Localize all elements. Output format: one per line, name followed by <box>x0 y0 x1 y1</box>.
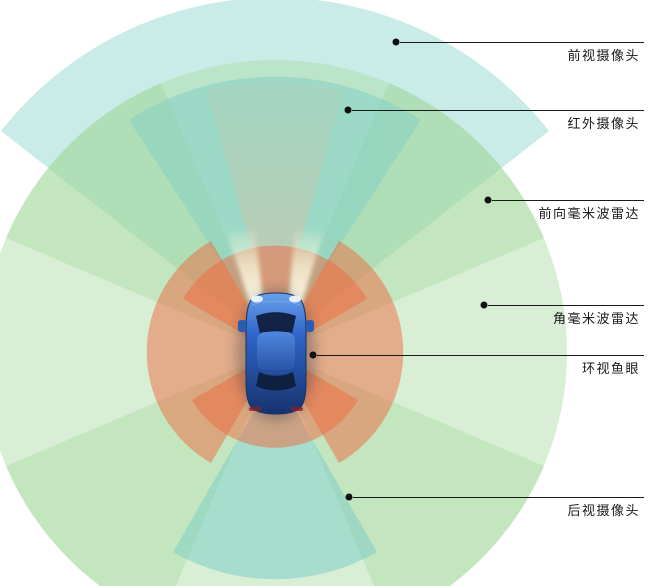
callout-label: 角毫米波雷达 <box>552 311 640 326</box>
callout-line <box>353 496 644 498</box>
callout-dot <box>480 301 488 309</box>
callout-line <box>352 109 644 111</box>
callout-label: 前向毫米波雷达 <box>538 206 640 221</box>
front-radar-cone <box>206 80 344 330</box>
fisheye-zone-left <box>146 241 275 463</box>
headlight-beam-left <box>227 228 264 312</box>
callout-line <box>488 304 644 306</box>
car-mirror-left <box>238 320 246 332</box>
headlight-beam-right <box>288 228 323 312</box>
car-hood-line <box>251 300 301 306</box>
callout-line <box>400 41 644 43</box>
callout-label: 环视鱼眼 <box>581 361 640 376</box>
car-headlamp-left <box>251 295 263 303</box>
car-taillamp-left <box>249 407 261 411</box>
car-windshield <box>256 312 296 334</box>
car-rear-window <box>256 372 296 391</box>
callout-label: 后视摄像头 <box>567 503 640 518</box>
car-mirror-right <box>306 320 314 332</box>
callout-line <box>492 199 644 201</box>
callout-dot <box>484 196 492 204</box>
callout-dot <box>345 493 353 501</box>
callout-label: 红外摄像头 <box>567 116 640 131</box>
car-taillamp-right <box>291 407 303 411</box>
callout-dot <box>344 106 352 114</box>
fisheye-zone-right <box>275 241 404 463</box>
callout-label: 前视摄像头 <box>567 48 640 63</box>
callout-line <box>317 354 644 356</box>
rear-camera-zone <box>173 375 377 580</box>
callout-dot <box>392 38 400 46</box>
callout-dot <box>309 351 317 359</box>
car-headlamp-right <box>289 295 301 303</box>
car-roof <box>257 332 295 370</box>
headlight-beams <box>227 228 323 312</box>
car <box>236 289 316 421</box>
